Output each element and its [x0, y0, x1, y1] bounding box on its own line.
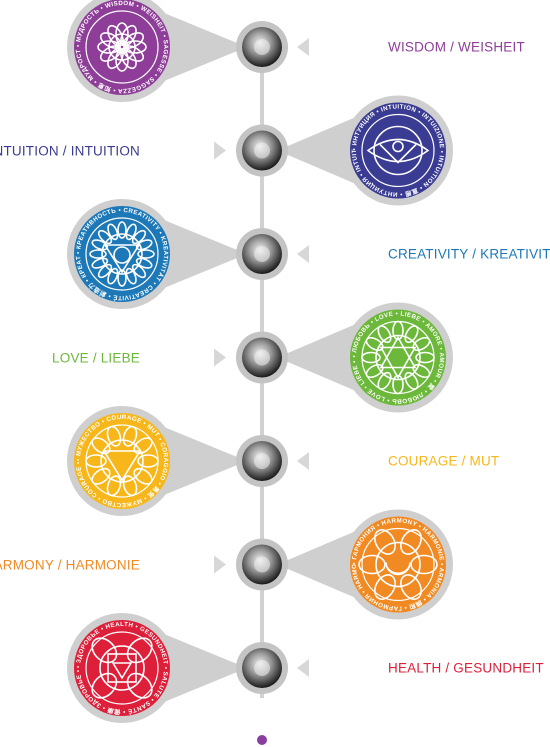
chakra-label: HEALTH / GESUNDHEIT — [388, 660, 544, 676]
chakra-badge — [350, 102, 446, 199]
chakra-label: HARMONY / HARMONIE — [0, 557, 140, 572]
chakra-symbol-crescent — [358, 529, 438, 600]
timeline-end-dot — [257, 735, 267, 745]
chakra-badge — [74, 413, 170, 509]
badge-inner-ring — [85, 217, 159, 291]
chakra-symbol-lotus — [97, 22, 147, 72]
pointer-arrow — [297, 659, 309, 677]
crystal-highlight — [254, 453, 270, 469]
pointer-arrow — [297, 452, 309, 470]
chakra-label: COURAGE / MUT — [388, 453, 500, 469]
chakra-label: CREATIVITY / KREATIVITÄT — [388, 246, 550, 262]
chakra-symbol-square — [91, 637, 153, 699]
pointer-arrow — [214, 141, 226, 160]
chakra-badge — [74, 0, 170, 95]
pointer-arrow — [214, 348, 226, 367]
crystal-highlight — [254, 349, 270, 366]
chakra-badge — [74, 620, 170, 716]
chakra-badge — [74, 206, 170, 302]
pointer-arrow — [214, 555, 226, 574]
chakra-symbol-eye — [366, 125, 430, 176]
crystal-highlight — [254, 246, 270, 262]
crystal-highlight — [254, 660, 270, 676]
chakra-label: LOVE / LIEBE — [52, 350, 140, 365]
chakra-badge — [350, 309, 446, 406]
badge-inner-ring — [85, 631, 159, 705]
pointer-arrow — [297, 38, 309, 56]
chakra-badge — [350, 516, 446, 613]
badge-inner-ring — [85, 10, 159, 84]
chakra-label: WISDOM / WEISHEIT — [388, 39, 525, 55]
badge-inner-ring — [361, 527, 435, 602]
chakra-row: • МУДРОСТЬ • WISDOM • WEISHEIT • SAGESSE… — [0, 0, 309, 102]
crystal-highlight — [254, 142, 270, 159]
chakra-symbol-hexagram — [361, 320, 435, 395]
badge-inner-ring — [361, 113, 435, 188]
chakra-row: • ИНТУИЦИЯ • INTUITION • INTUIZIONE • IN… — [0, 0, 453, 206]
crystal-highlight — [254, 556, 270, 573]
pointer-arrow — [297, 245, 309, 263]
chakra-symbol-triangle-down-circle — [89, 221, 155, 287]
crystal-highlight — [254, 39, 270, 55]
chakra-symbol-triangle-down — [85, 425, 159, 497]
chakra-label: INTUITION / INTUITION — [0, 143, 140, 158]
